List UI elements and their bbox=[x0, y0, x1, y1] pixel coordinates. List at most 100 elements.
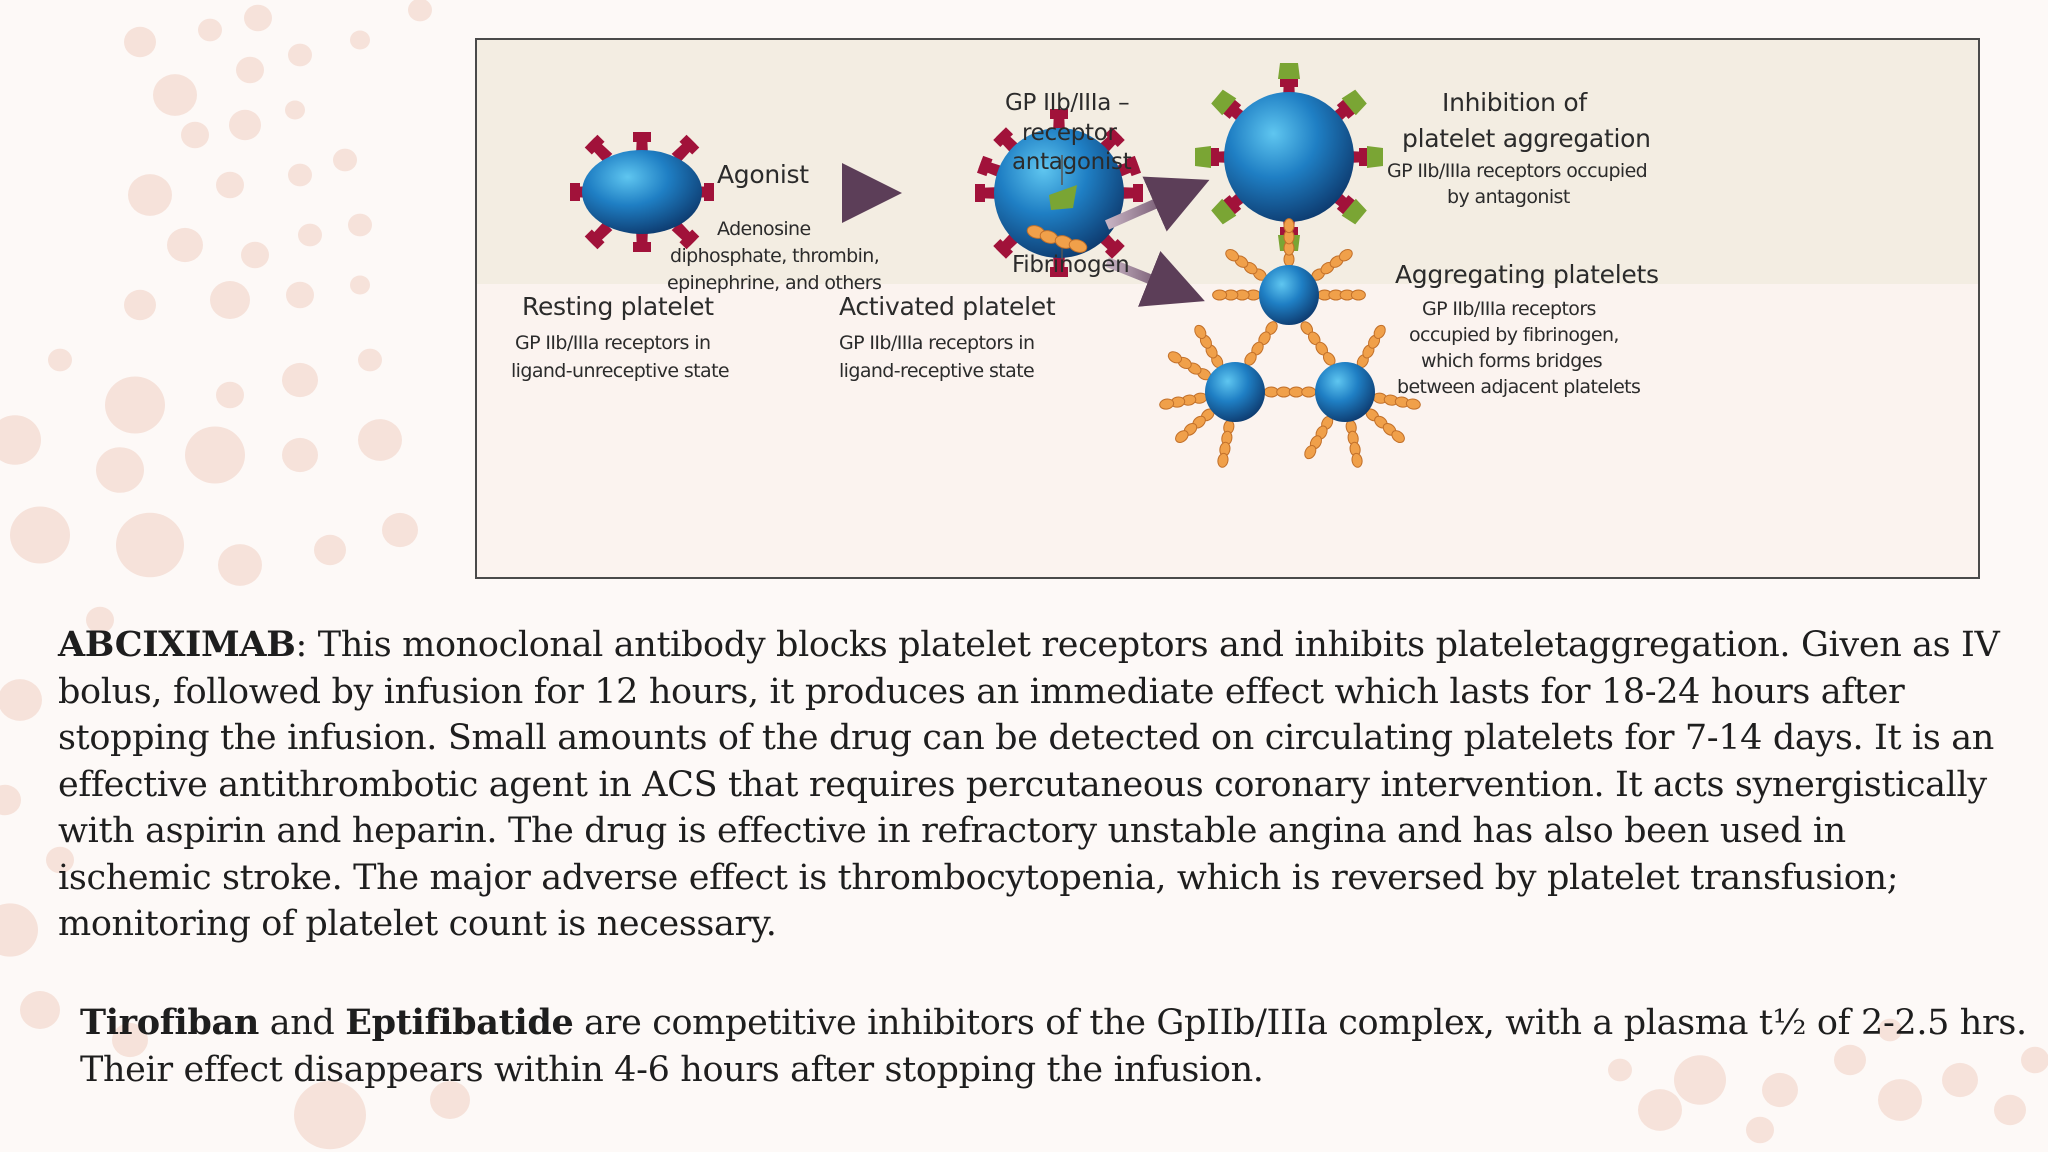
resting-platelet-desc-2: ligand-unreceptive state bbox=[511, 360, 730, 382]
aggregating-desc-4: between adjacent platelets bbox=[1397, 376, 1641, 398]
receptor-head bbox=[704, 183, 714, 201]
receptor-head bbox=[584, 229, 605, 250]
fibrinogen-bridge bbox=[1212, 289, 1261, 301]
aggregating-platelets bbox=[1159, 218, 1421, 468]
fibrinogen-bead bbox=[1288, 386, 1304, 398]
fibrinogen-bridge bbox=[1372, 392, 1421, 410]
receptor-head bbox=[1104, 238, 1125, 259]
background-dot bbox=[244, 4, 272, 32]
activated-platelet-title: Activated platelet bbox=[839, 292, 1056, 321]
fibrinogen-bead bbox=[1391, 430, 1405, 444]
background-dot bbox=[314, 534, 346, 566]
receptor-head bbox=[570, 183, 580, 201]
inhibition-desc-1: GP IIb/IIIa receptors occupied bbox=[1387, 160, 1648, 182]
receptor-head bbox=[1133, 184, 1143, 202]
fibrinogen-bridge bbox=[1175, 408, 1215, 444]
antagonist-cap bbox=[1367, 146, 1383, 168]
background-dot bbox=[105, 376, 165, 434]
background-dot bbox=[0, 903, 38, 957]
receptor-head bbox=[1209, 148, 1219, 166]
background-dot bbox=[48, 348, 72, 372]
aggregating-platelet-body bbox=[1315, 362, 1375, 422]
agonist-desc-3: epinephrine, and others bbox=[667, 272, 882, 294]
receptor-head bbox=[993, 127, 1014, 148]
fibrinogen-bridge bbox=[1194, 324, 1224, 369]
fibrinogen-bead bbox=[1283, 218, 1295, 234]
gp-iib-iiia-receptor bbox=[671, 134, 700, 163]
activated-platelet-desc-1: GP IIb/IIIa receptors in bbox=[839, 332, 1035, 354]
receptor-head bbox=[1280, 77, 1298, 87]
fibrinogen-bead bbox=[1194, 324, 1207, 339]
background-dot bbox=[430, 1081, 470, 1119]
arrow-to-inhibition bbox=[1104, 176, 1210, 232]
antagonist-cap bbox=[1211, 89, 1237, 116]
fibrinogen-bridge bbox=[1283, 218, 1295, 267]
conjunction-text: and bbox=[258, 1003, 346, 1043]
background-dot bbox=[198, 18, 222, 42]
fibrinogen-bridge bbox=[1365, 408, 1405, 444]
gp-iib-iiia-receptor bbox=[584, 221, 613, 250]
background-dot bbox=[20, 991, 60, 1029]
receptor-head bbox=[1104, 127, 1125, 148]
fibrinogen-bead bbox=[1338, 248, 1353, 262]
agonist-label: Agonist bbox=[717, 160, 809, 189]
background-dot bbox=[10, 506, 70, 564]
background-dot bbox=[1878, 1018, 1902, 1042]
receptor-head bbox=[679, 229, 700, 250]
antagonist-label-3: antagonist bbox=[1012, 149, 1132, 175]
fibrinogen-bridge bbox=[1311, 248, 1353, 281]
background-dot bbox=[1762, 1072, 1798, 1108]
receptor-head bbox=[1221, 195, 1242, 216]
fibrinogen-bead bbox=[1217, 452, 1229, 468]
fibrinogen-bead bbox=[1373, 324, 1386, 339]
background-dot bbox=[1994, 1094, 2026, 1126]
background-dot bbox=[285, 100, 305, 120]
receptor-head bbox=[1050, 267, 1068, 277]
tirofiban-term: Tirofiban bbox=[80, 1002, 259, 1043]
arrow-to-aggregation bbox=[1105, 251, 1205, 307]
background-dot bbox=[1834, 1044, 1866, 1076]
resting-platelet-desc-1: GP IIb/IIIa receptors in bbox=[515, 332, 711, 354]
receptor-head bbox=[1336, 195, 1357, 216]
fibrinogen-bridge bbox=[1345, 419, 1363, 468]
aggregating-desc-1: GP IIb/IIIa receptors bbox=[1422, 298, 1596, 320]
fibrinogen-bead bbox=[1304, 445, 1317, 460]
tirofiban-eptifibatide-paragraph: Tirofiban and Eptifibatide are competiti… bbox=[80, 1000, 2030, 1093]
fibrinogen-bridge bbox=[1159, 392, 1208, 410]
receptor-head bbox=[1125, 155, 1142, 177]
background-dot bbox=[282, 437, 318, 473]
inhibition-desc-2: by antagonist bbox=[1447, 186, 1570, 208]
fibrinogen-label: Fibrinogen bbox=[1012, 252, 1130, 278]
background-dot bbox=[286, 281, 314, 309]
fibrinogen-bridge bbox=[1304, 415, 1334, 460]
background-dot bbox=[218, 544, 262, 586]
fibrinogen-bridge bbox=[1263, 386, 1317, 398]
aggregating-desc-2: occupied by fibrinogen, bbox=[1409, 324, 1619, 346]
receptor-head bbox=[633, 132, 651, 142]
receptor-head bbox=[993, 238, 1014, 259]
gp-iib-iiia-receptor bbox=[1329, 89, 1367, 125]
abciximab-term: ABCIXIMAB bbox=[58, 624, 296, 665]
fibrinogen-bead bbox=[1068, 239, 1088, 253]
fibrinogen-bead bbox=[1263, 386, 1279, 398]
background-dot bbox=[96, 447, 144, 493]
inhibition-title-1: Inhibition of bbox=[1442, 88, 1587, 117]
fibrinogen-bead bbox=[1350, 289, 1366, 301]
background-dot bbox=[1638, 1089, 1682, 1131]
fibrinogen-bead bbox=[1301, 386, 1317, 398]
fibrinogen-bead bbox=[1212, 289, 1228, 301]
resting-platelet-body bbox=[582, 150, 702, 234]
fibrinogen-bead bbox=[1225, 248, 1240, 262]
background-dot bbox=[348, 213, 372, 237]
resting-platelet bbox=[570, 132, 714, 252]
receptor-head bbox=[975, 184, 985, 202]
antagonist-cap bbox=[1341, 198, 1367, 225]
eptifibatide-term: Eptifibatide bbox=[345, 1002, 574, 1043]
background-dot bbox=[185, 426, 245, 484]
fibrinogen-molecule bbox=[1026, 225, 1088, 253]
background-dot bbox=[181, 121, 209, 149]
fibrinogen-bead bbox=[1175, 430, 1189, 444]
inhibited-platelet-body bbox=[1224, 92, 1354, 222]
receptor-head bbox=[976, 155, 993, 177]
background-dot bbox=[298, 223, 322, 247]
